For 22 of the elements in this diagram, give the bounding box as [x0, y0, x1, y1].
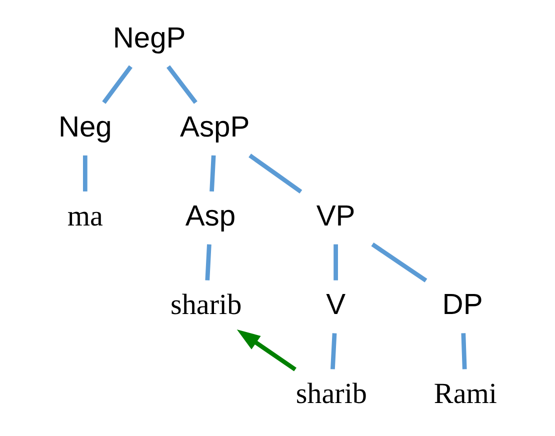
connector [205, 244, 212, 280]
arrow [236, 329, 296, 372]
connector [461, 333, 467, 370]
node-text: sharib [296, 378, 368, 410]
connector [371, 242, 428, 282]
node-text: sharib [170, 289, 242, 322]
connector [102, 65, 132, 104]
connector [210, 155, 216, 192]
node-text: Neg [58, 111, 112, 144]
connector [166, 65, 198, 104]
connector [330, 333, 337, 370]
node-text: NegP [112, 22, 186, 55]
connector [82, 155, 88, 192]
node-text: Rami [434, 378, 498, 410]
node-text: V [326, 289, 346, 322]
node-text: ma [67, 200, 103, 232]
connector [334, 244, 338, 280]
node-text: VP [316, 200, 356, 232]
node-text: AspP [180, 111, 250, 144]
node-text: DP [442, 289, 483, 322]
connector [248, 154, 302, 194]
node-text: Asp [185, 200, 236, 232]
